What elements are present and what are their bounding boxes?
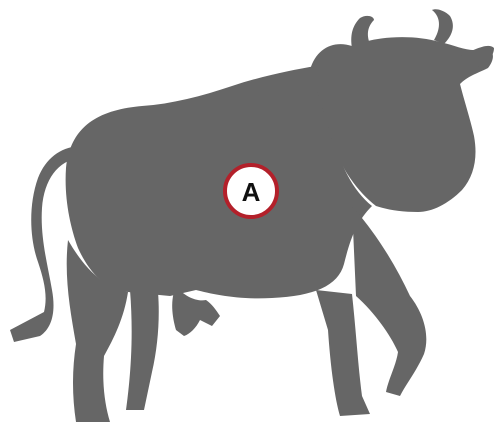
marker-a-label: A [242, 179, 261, 205]
cow-leg-front-near [316, 290, 370, 416]
marker-a[interactable]: A [223, 163, 279, 219]
cow-leg-rear-far [126, 290, 159, 410]
cow-horn-right [432, 9, 453, 44]
cow-leg-front-far [352, 206, 426, 396]
